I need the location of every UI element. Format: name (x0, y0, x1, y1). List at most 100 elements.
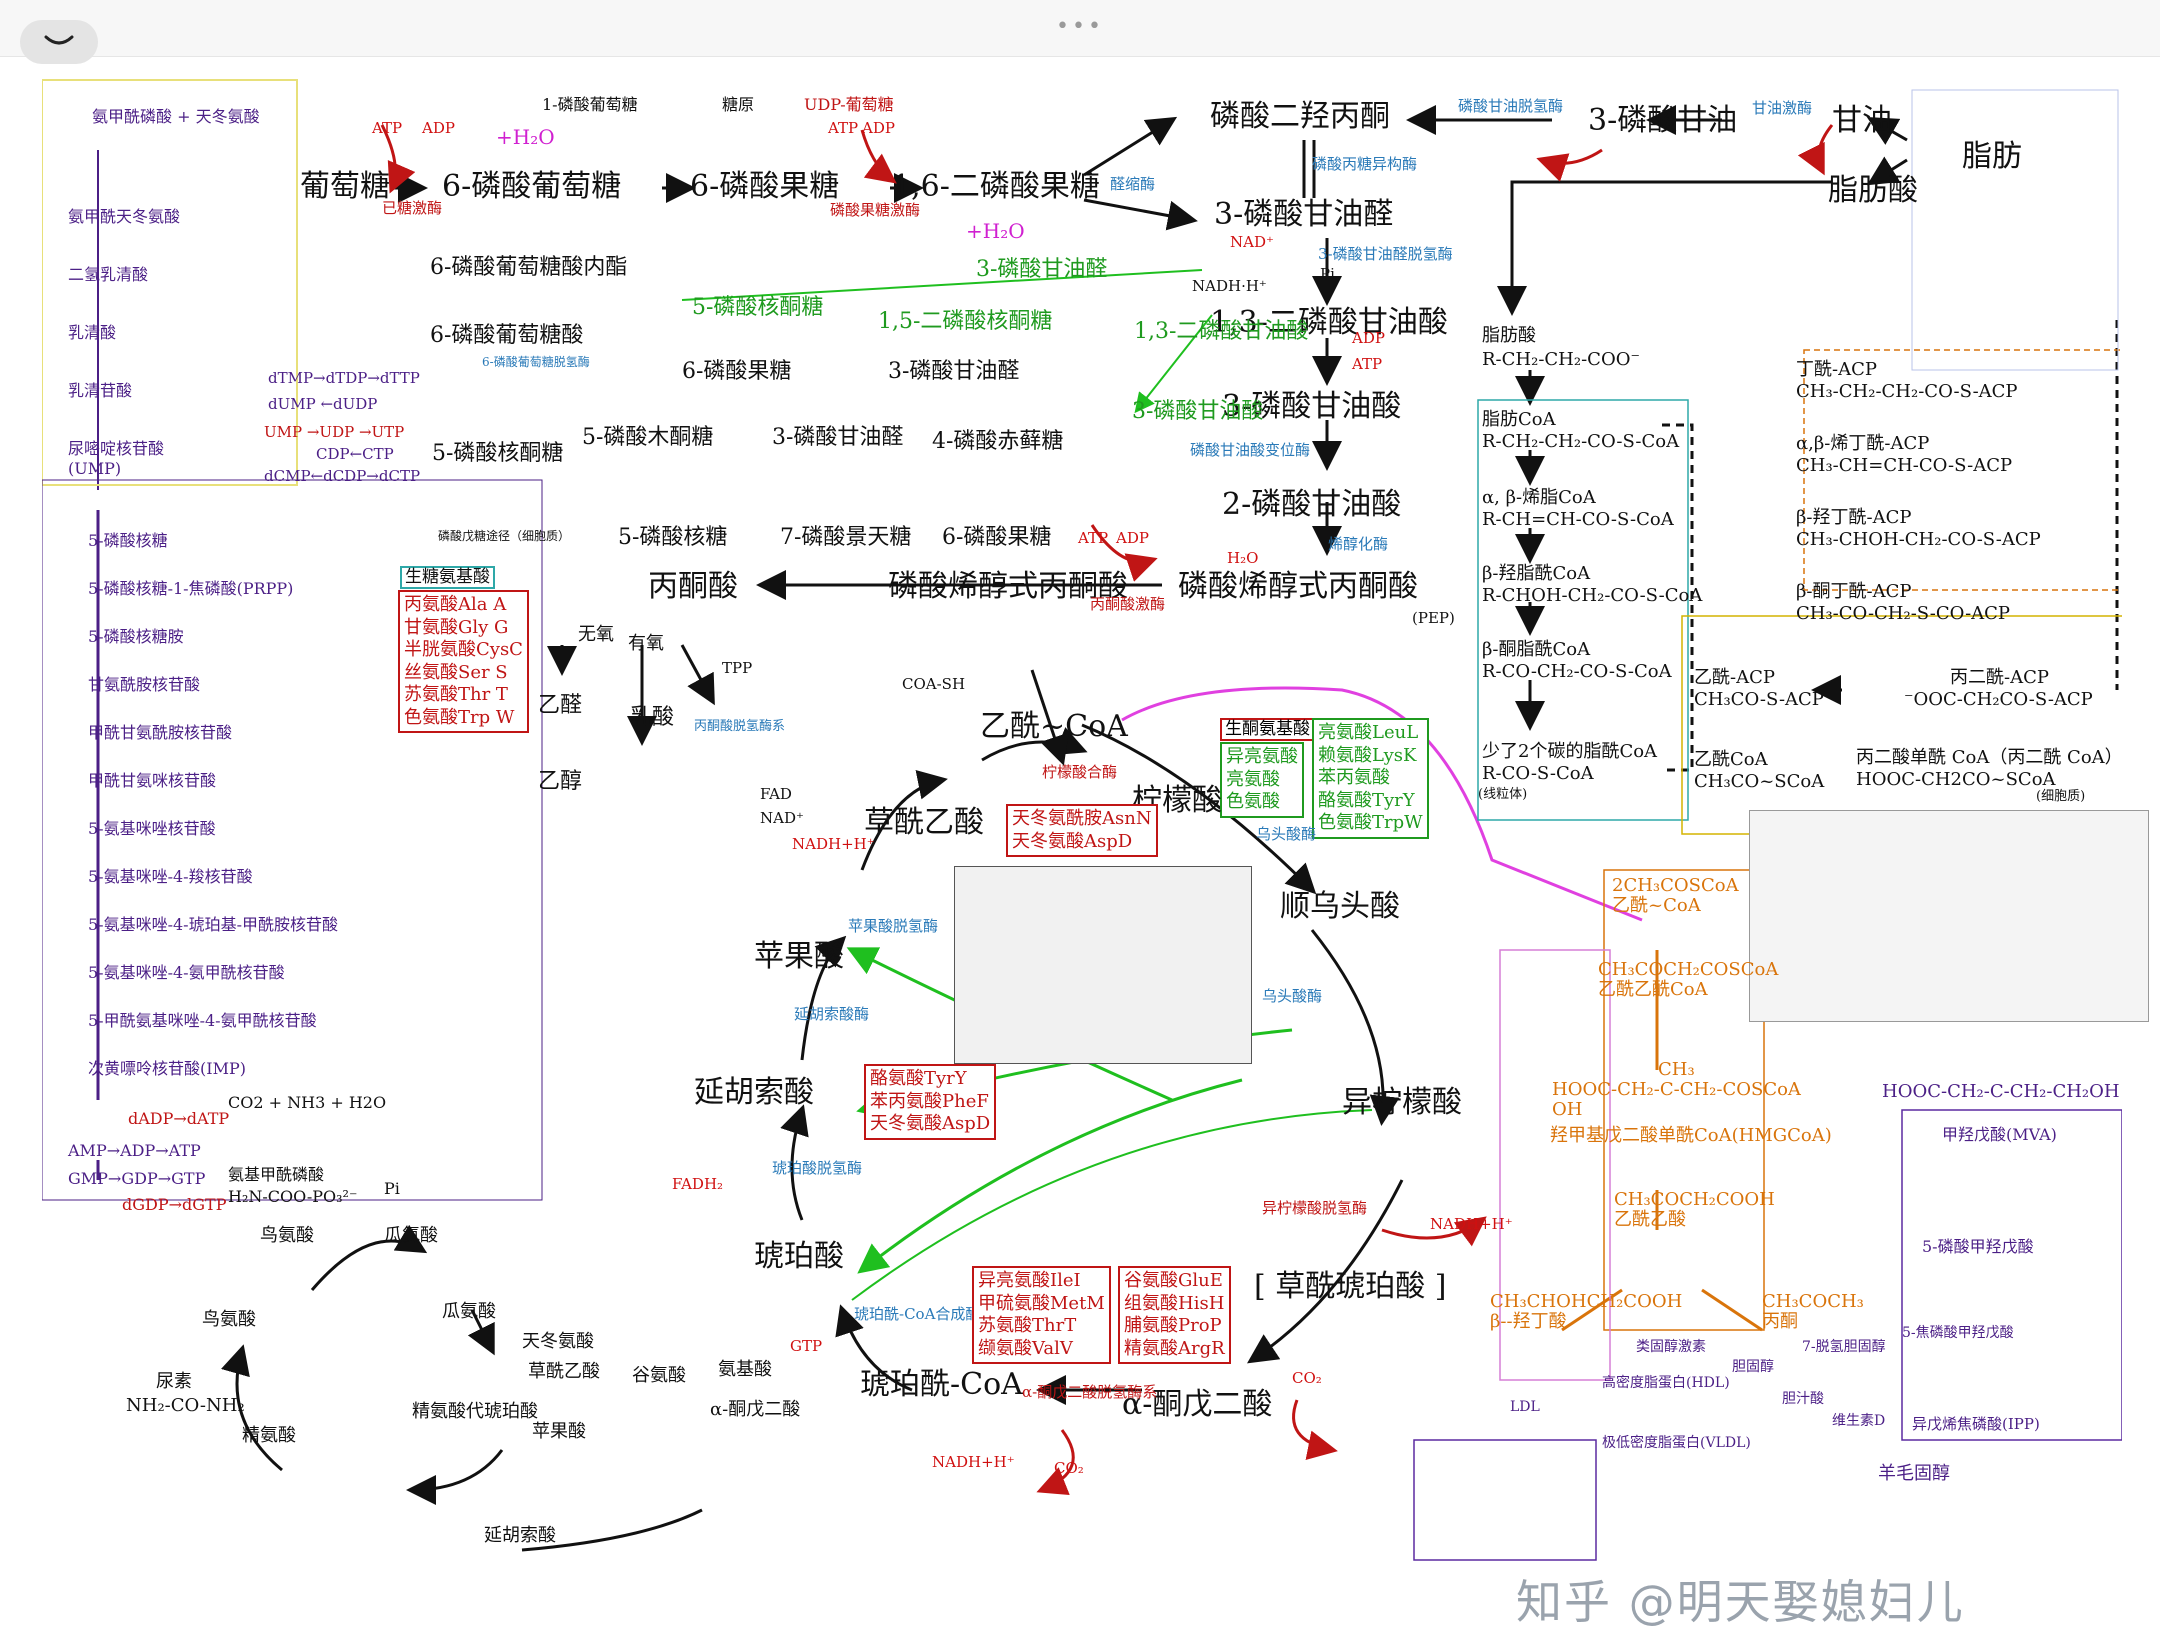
synth-4: CH₃-CH=CH-CO-S-ACP (1796, 455, 2013, 476)
pi-gapdh: Pi (1320, 265, 1335, 283)
pyruvate-label: 丙酮酸 (648, 569, 738, 604)
urea-fumarate: 延胡索酸 (484, 1525, 556, 1546)
scs-label: 琥珀酰-CoA合成酶 (854, 1305, 981, 1323)
synth-2: CH₃-CH₂-CH₂-CO-S-ACP (1796, 381, 2018, 402)
acetyl-coa-1: 乙酰CoA (1694, 749, 1768, 770)
malonyl-acp-1: 丙二酰-ACP (1950, 667, 2049, 688)
acetone-label: CH₃COCH₃ 丙酮 (1762, 1291, 1864, 1332)
urea-oaa: 草酰乙酸 (528, 1361, 600, 1382)
purine-tail-1: dADP→dATP (128, 1109, 230, 1128)
vitd-label: 维生素D (1832, 1413, 1886, 1429)
atp-hk: ATP (372, 119, 403, 137)
cholesterol-label: 胆固醇 (1732, 1359, 1774, 1375)
bpg13-label: 1,3-二磷酸甘油酸 (1210, 305, 1448, 340)
no-oxygen-label: 无氧 (578, 624, 614, 645)
gluco-aa-5: 苏氨酸Thr T (404, 684, 508, 705)
ketone-ch3: CH₃ (1658, 1059, 1695, 1080)
gluconeogenic-title: 生糖氨基酸 (400, 566, 495, 589)
glycogen-label: 糖原 (722, 95, 755, 114)
top-bar: ••• (0, 0, 2160, 64)
acetoacetate-label: CH₃COCH₂COOH 乙酰乙酸 (1614, 1189, 1775, 1230)
nt-8: 5-氨基咪唑-4-羧核苷酸 (88, 867, 253, 886)
ppp-g3p-upper: 3-磷酸甘油醛 (888, 359, 1020, 384)
urea-pi: Pi (384, 1179, 400, 1198)
metabolic-map: 葡萄糖 6-磷酸葡萄糖 6-磷酸果糖 1,6-二磷酸果糖 磷酸二羟丙酮 3-磷酸… (42, 70, 2149, 1629)
pathway-arrows (42, 79, 2122, 1561)
pep-label: 磷酸烯醇式丙酮酸 (1178, 569, 1418, 604)
gluco-aa-3: 半胱氨酸CysC (404, 639, 523, 660)
beta-ox-5: α, β-烯脂CoA (1482, 487, 1596, 508)
nadh-akg: NADH+H⁺ (932, 1453, 1015, 1471)
succ-aa-4: 缬氨酸ValV (978, 1337, 1073, 1359)
nt-3: 5-磷酸核糖胺 (88, 627, 184, 646)
vldl-label: 极低密度脂蛋白(VLDL) (1602, 1435, 1751, 1451)
more-dots-icon[interactable]: ••• (1056, 14, 1104, 39)
keto-r-3: 苯丙氨酸 (1318, 767, 1390, 788)
ketone-acetyl: 2CH₃COSCoA 乙酰~CoA (1612, 875, 1739, 916)
hdl-label: 高密度脂蛋白(HDL) (1602, 1375, 1730, 1391)
idh-label: 异柠檬酸脱氢酶 (1262, 1199, 1368, 1217)
e4p: 4-磷酸赤藓糖 (932, 429, 1064, 454)
aconitase-label-2: 乌头酸酶 (1262, 987, 1323, 1005)
chol-hooc: HOOC-CH₂-C-CH₂-CH₂OH (1882, 1081, 2120, 1102)
oxalosuccinate-label: [ 草酰琥珀酸 ] (1254, 1269, 1447, 1304)
r5p: 5-磷酸核糖 (618, 525, 728, 550)
pyr-4: 乳清苷酸 (68, 381, 133, 400)
dtmp-4: CDP←CTP (316, 445, 394, 463)
coa-sh-label: COA-SH (902, 675, 966, 693)
urea-akg: α-酮戊二酸 (710, 1399, 801, 1420)
isocitrate-label: 异柠檬酸 (1342, 1085, 1462, 1120)
gluco-aa-4: 丝氨酸Ser S (404, 661, 508, 683)
calvin-g3p: 3-磷酸甘油醛 (976, 257, 1108, 282)
plus-h2o: +H₂O (496, 125, 555, 149)
fumarate-label: 延胡索酸 (694, 1075, 814, 1110)
fatty-acid-label: 脂肪酸 (1828, 173, 1918, 208)
nt-2: 5-磷酸核糖-1-焦磷酸(PRPP) (88, 579, 294, 598)
oxygen-label: 有氧 (628, 633, 664, 654)
ornithine-label-2: 鸟氨酸 (202, 1309, 256, 1330)
collapse-button[interactable] (20, 20, 98, 64)
asp-box-1: 天冬氨酰胺AsnN (1012, 808, 1152, 829)
sdh-label: 琥珀酸脱氢酶 (772, 1159, 863, 1177)
dehydrochol-label: 7-脱氢胆固醇 (1802, 1339, 1886, 1355)
fadh2-label: FADH₂ (672, 1175, 724, 1193)
ketogenic-left-box: 异亮氨酸 亮氨酸 色氨酸 (1220, 742, 1304, 818)
ldl-label: LDL (1510, 1399, 1540, 1415)
gluco-aa-1: 丙氨酸Ala A (404, 594, 507, 615)
udpg-label: UDP-葡萄糖 (804, 95, 894, 114)
nadh-mdh: NADH+H⁺ (792, 835, 875, 853)
acetyl-acp-2: CH₃CO-S-ACP (1694, 689, 1824, 710)
beta-ox-12: R-CO-S-CoA (1482, 763, 1594, 784)
malonyl-coa-2: HOOC-CH2CO~SCoA (1856, 769, 2056, 790)
ketogenic-title: 生酮氨基酸 (1220, 718, 1315, 741)
purine-tail-3: GMP→GDP→GTP (68, 1169, 206, 1188)
acetaldehyde-label: 乙醛 (538, 693, 583, 718)
fum-aa-3: 天冬氨酸AspD (870, 1113, 991, 1134)
pyr-2: 二氢乳清酸 (68, 265, 149, 284)
akg-label: α-酮戊二酸 (1122, 1387, 1273, 1422)
carbamoyl-label: 氨基甲酰磷酸 (228, 1165, 325, 1184)
pdh-nad: NAD⁺ (760, 809, 804, 827)
keto-l-1: 异亮氨酸 (1226, 746, 1298, 767)
gluco-aa-2: 甘氨酸Gly G (404, 616, 509, 638)
succ-aa-box: 异亮氨酸IleI 甲硫氨酸MetM 苏氨酸ThrT 缬氨酸ValV (972, 1266, 1111, 1364)
succinyl-coa-label: 琥珀酰-CoA (860, 1367, 1023, 1402)
glucose-label: 葡萄糖 (300, 169, 390, 204)
urea-co2: CO2 + NH3 + H2O (228, 1093, 387, 1112)
glycerol-kinase-label: 甘油激酶 (1752, 99, 1813, 117)
fumarate-aa-box: 酪氨酸TyrY 苯丙氨酸PheF 天冬氨酸AspD (864, 1064, 997, 1140)
citrulline-label-2: 瓜氨酸 (442, 1301, 496, 1322)
aldolase-label: 醛缩酶 (1110, 175, 1156, 193)
adp-pgk: ADP (1352, 329, 1385, 347)
nt-top: 氨甲酰磷酸 + 天冬氨酸 (92, 107, 260, 126)
bhb-label: CH₃CHOHCH₂COOH β-‐羟丁酸 (1490, 1291, 1683, 1332)
squalene-label: 羊毛固醇 (1878, 1463, 1950, 1484)
cytoplasm-label: (细胞质) (2036, 789, 2086, 804)
beta-ox-9: β-酮脂酰CoA (1482, 639, 1591, 660)
nt-5: 甲酰甘氨酰胺核苷酸 (88, 723, 233, 742)
tpi-label: 磷酸丙糖异构酶 (1312, 155, 1418, 173)
mutase-label: 磷酸甘油酸变位酶 (1190, 441, 1311, 459)
urea-malate: 苹果酸 (532, 1421, 586, 1442)
hexokinase-label: 已糖激酶 (382, 199, 443, 217)
malate-label: 苹果酸 (754, 939, 844, 974)
